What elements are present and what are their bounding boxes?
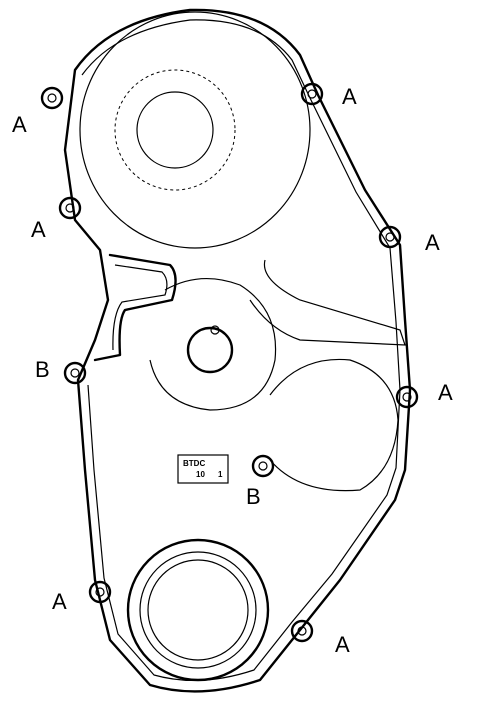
belt-guide: [249, 259, 406, 346]
cover-outline: [63, 8, 412, 693]
label-a-top-left: A: [12, 112, 27, 137]
label-a-top-right: A: [342, 84, 357, 109]
bolt-a-bottom-right: [290, 619, 314, 643]
label-a-mid-left: A: [31, 217, 46, 242]
bolt-a-top-right: [300, 82, 324, 106]
cam-sprocket-outer: [79, 11, 311, 249]
timing-plate-line2: 10: [196, 470, 205, 479]
bottom-seal-core: [147, 559, 249, 661]
label-b-center: B: [246, 484, 261, 509]
label-b-left: B: [35, 357, 50, 382]
bolt-a-mid-right: [378, 225, 402, 249]
bottom-seal-outer: [126, 538, 270, 682]
crank-hub: [186, 326, 234, 374]
crank-pulley-area: [149, 277, 277, 411]
timing-plate-line1: BTDC: [183, 459, 205, 468]
timing-plate: [177, 454, 229, 484]
bolt-b-left: [63, 361, 87, 385]
bolt-a-lower-right: [395, 385, 419, 409]
cam-sprocket-ring: [114, 69, 236, 191]
idler-pulley-area: [269, 358, 399, 492]
timing-plate-line3: 1: [218, 470, 223, 479]
crank-pin: [210, 325, 220, 335]
bolt-a-top-left: [40, 86, 64, 110]
label-a-bottom-left: A: [52, 589, 67, 614]
bolt-b-center: [251, 454, 275, 478]
label-a-bottom-right: A: [335, 632, 350, 657]
harness-bracket: [93, 253, 177, 362]
bolt-a-mid-left: [58, 196, 82, 220]
label-a-lower-right: A: [438, 380, 453, 405]
label-a-mid-right: A: [425, 230, 440, 255]
cam-sprocket-hub: [136, 91, 214, 169]
bottom-seal-inner: [139, 551, 257, 669]
harness-bracket-inner: [112, 264, 168, 351]
bolt-a-bottom-left: [88, 580, 112, 604]
cover-inner-rim: [81, 19, 401, 682]
